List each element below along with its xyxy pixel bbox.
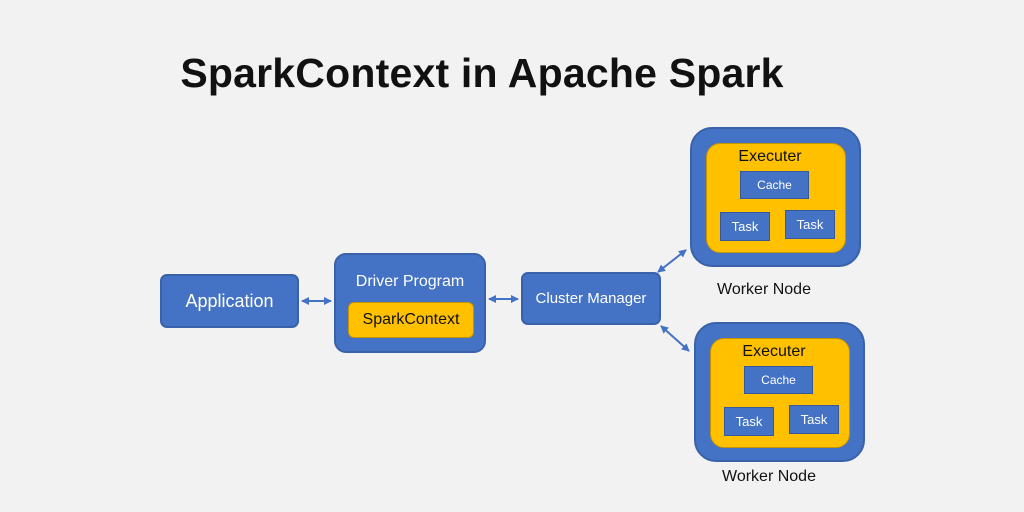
- application-box: Application: [160, 274, 299, 328]
- cluster-manager-box: Cluster Manager: [521, 272, 661, 325]
- cache-box: Cache: [740, 171, 809, 199]
- driver-program-label: Driver Program: [355, 273, 465, 290]
- cache-label: Cache: [757, 178, 792, 192]
- executor-box: Executer Cache Task Task: [706, 143, 846, 253]
- worker-node-box: Executer Cache Task Task: [690, 127, 861, 267]
- worker-node-box: Executer Cache Task Task: [694, 322, 865, 462]
- executor-label: Executer: [742, 343, 806, 360]
- sparkcontext-label: SparkContext: [362, 311, 460, 328]
- worker-node-label: Worker Node: [722, 468, 816, 485]
- task-box: Task: [789, 405, 839, 434]
- task-label: Task: [735, 414, 763, 429]
- executor-box: Executer Cache Task Task: [710, 338, 850, 448]
- application-label: Application: [185, 290, 274, 311]
- task-label: Task: [796, 217, 824, 232]
- cache-box: Cache: [744, 366, 813, 394]
- cluster-manager-label: Cluster Manager: [535, 290, 647, 307]
- executor-label: Executer: [738, 148, 802, 165]
- task-box: Task: [724, 407, 774, 436]
- task-box: Task: [720, 212, 770, 241]
- diagram-title: SparkContext in Apache Spark: [180, 50, 784, 96]
- arrow-cluster-manager-worker-1: [657, 249, 687, 273]
- driver-program-box: Driver Program SparkContext: [334, 253, 486, 353]
- task-label: Task: [800, 412, 828, 427]
- task-label: Task: [731, 219, 759, 234]
- task-box: Task: [785, 210, 835, 239]
- arrow-cluster-manager-worker-2: [660, 325, 690, 352]
- worker-node-label: Worker Node: [717, 281, 811, 298]
- cache-label: Cache: [761, 373, 796, 387]
- sparkcontext-box: SparkContext: [348, 302, 474, 338]
